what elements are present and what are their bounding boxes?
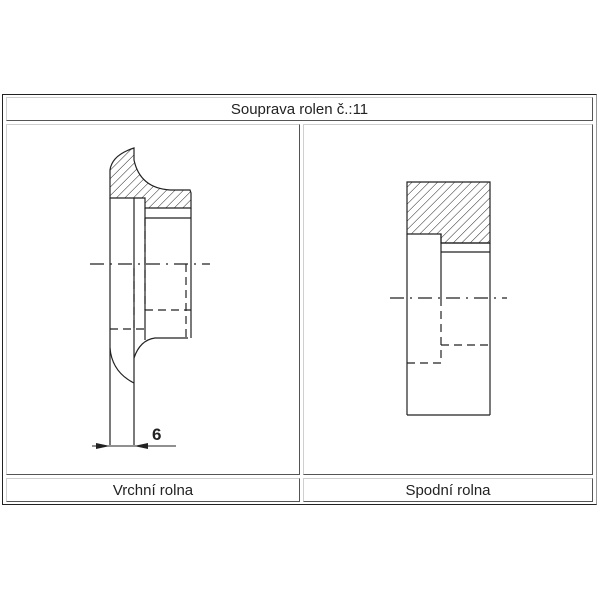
lower-roller-section xyxy=(390,181,507,416)
upper-roller-drawing-cell xyxy=(6,124,300,475)
upper-roller-label-cell: Vrchní rolna xyxy=(6,478,300,502)
lower-roller-label-cell: Spodní rolna xyxy=(303,478,593,502)
upper-roller-section xyxy=(90,147,210,449)
dimension-value: 6 xyxy=(152,425,161,444)
table-title-cell: Souprava rolen č.:11 xyxy=(6,97,593,121)
lower-roller-label: Spodní rolna xyxy=(405,482,491,499)
upper-roller-label: Vrchní rolna xyxy=(112,482,194,499)
table-title: Souprava rolen č.:11 xyxy=(230,101,369,118)
